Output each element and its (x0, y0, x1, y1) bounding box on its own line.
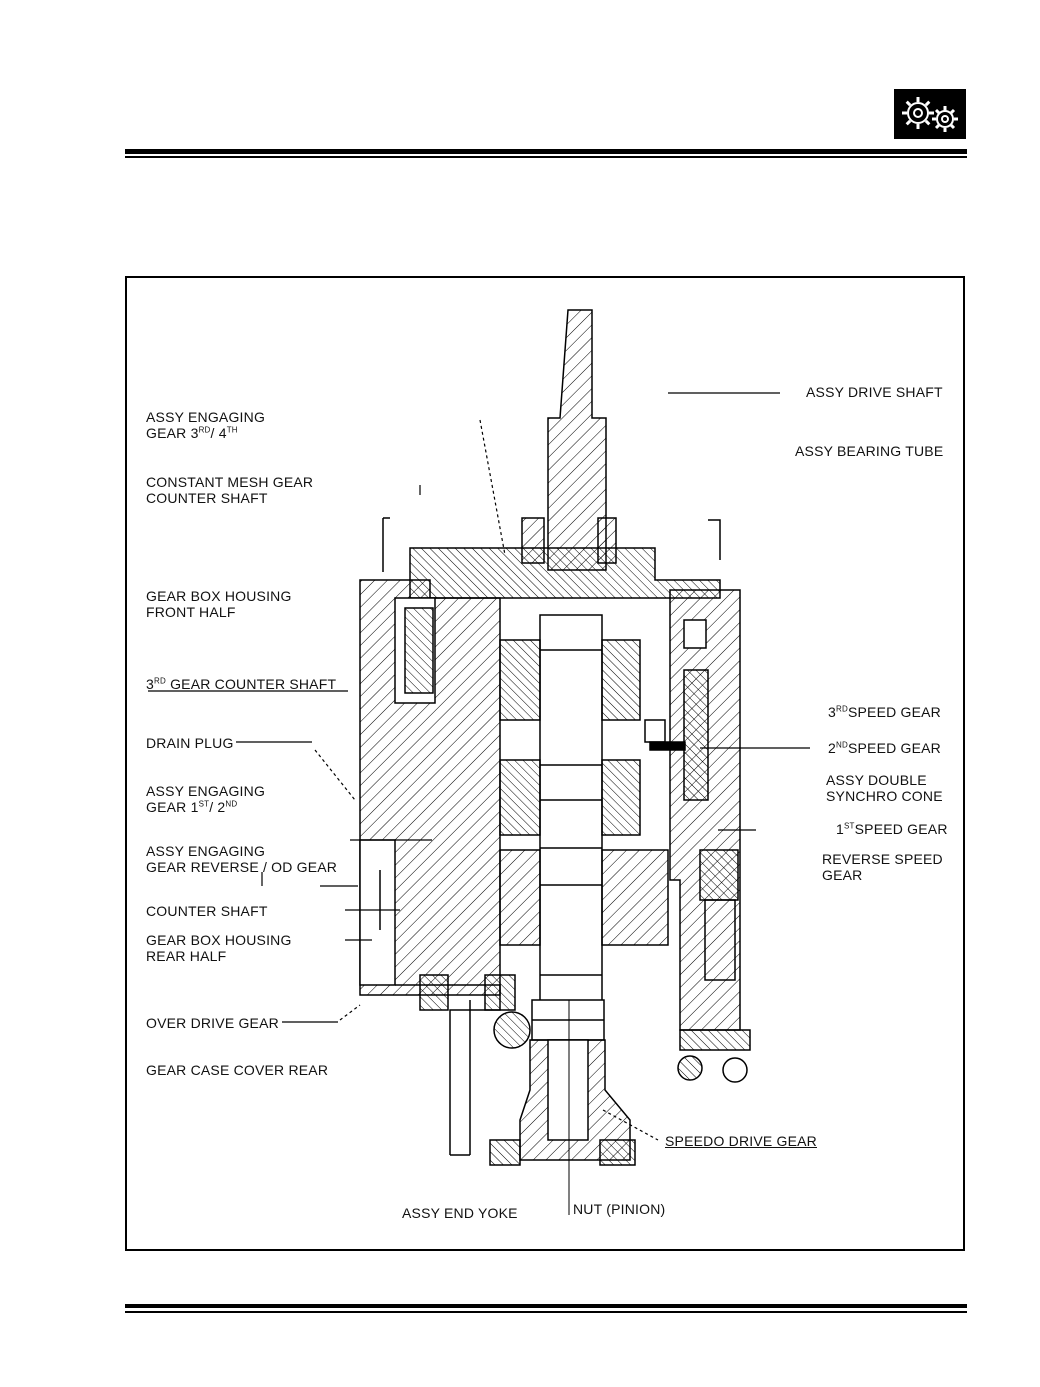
label-speedo-drive-gear: SPEEDO DRIVE GEAR (665, 1133, 817, 1149)
label-counter-shaft: COUNTER SHAFT (146, 903, 268, 919)
label-3rd-gear-counter-shaft: 3RD GEAR COUNTER SHAFT (146, 676, 337, 692)
label-drain-plug: DRAIN PLUG (146, 735, 234, 751)
label-housing-rear-half: GEAR BOX HOUSING REAR HALF (146, 932, 292, 964)
header-rule-thin (125, 156, 967, 158)
label-constant-mesh-gear: CONSTANT MESH GEAR COUNTER SHAFT (146, 474, 314, 506)
label-3rd-speed-gear: 3RDSPEED GEAR (828, 704, 941, 720)
footer-rule-thin (125, 1311, 967, 1313)
label-assy-engaging-gear-1st-2nd: ASSY ENGAGING GEAR 1ST/ 2ND (146, 783, 266, 815)
label-gear-case-cover-rear: GEAR CASE COVER REAR (146, 1062, 329, 1078)
label-assy-engaging-gear-reverse: ASSY ENGAGING GEAR REVERSE / OD GEAR (146, 843, 338, 875)
label-reverse-speed-gear: REVERSE SPEED GEAR (822, 851, 943, 883)
label-assy-engaging-gear-3rd-4th: ASSY ENGAGING GEAR 3RD/ 4TH (146, 409, 266, 441)
header-rule-thick (125, 149, 967, 154)
label-assy-end-yoke: ASSY END YOKE (402, 1205, 518, 1221)
label-nut-pinion: NUT (PINION) (573, 1201, 666, 1217)
gears-badge (894, 89, 966, 139)
label-1st-speed-gear: 1STSPEED GEAR (836, 821, 948, 837)
gears-icon (902, 97, 958, 132)
label-assy-drive-shaft: ASSY DRIVE SHAFT (806, 384, 943, 400)
diagram-frame (125, 276, 965, 1251)
label-assy-bearing-tube: ASSY BEARING TUBE (795, 443, 944, 459)
footer-rule-thick (125, 1304, 967, 1308)
label-assy-double-synchro-cone: ASSY DOUBLE SYNCHRO CONE (826, 772, 943, 804)
label-housing-front-half: GEAR BOX HOUSING FRONT HALF (146, 588, 292, 620)
label-over-drive-gear: OVER DRIVE GEAR (146, 1015, 279, 1031)
label-2nd-speed-gear: 2NDSPEED GEAR (828, 740, 941, 756)
